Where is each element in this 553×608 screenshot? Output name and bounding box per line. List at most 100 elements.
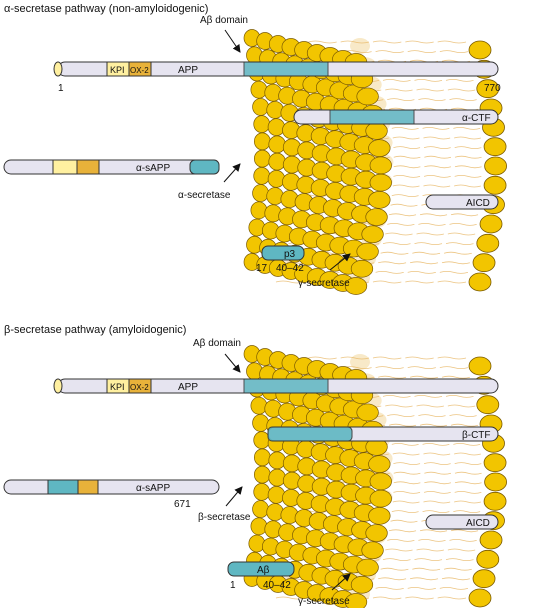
lipid-bead-ghost (350, 354, 370, 370)
alpha-pathway-title: α-secretase pathway (non-amyloidogenic) (4, 3, 208, 15)
alpha-gamma-secretase-arrow (329, 253, 351, 271)
lipid-bead (344, 593, 368, 608)
lipid-bead (266, 187, 284, 205)
lipid-tail (450, 423, 479, 427)
beta-app-label: APP (178, 382, 198, 393)
lipid-bead (250, 396, 268, 415)
alpha-app-nterm (53, 61, 63, 77)
lipid-tail (405, 280, 434, 284)
lipid-bead (368, 455, 391, 474)
lipid-bead (253, 166, 271, 185)
lipid-tail (416, 88, 444, 92)
lipid-tail (409, 261, 439, 265)
lipid-tail (450, 529, 479, 533)
beta-abeta-domain-label: Aβ domain (193, 338, 241, 349)
lipid-tail (419, 423, 448, 427)
lipid-tail (343, 50, 372, 53)
alpha-sapp-ox2-domain (76, 159, 100, 175)
lipid-tail (372, 40, 402, 44)
beta-sapp-ox2-domain (77, 479, 99, 495)
lipid-tail (380, 251, 409, 255)
lipid-bead (369, 472, 392, 491)
lipid-tail (454, 155, 482, 159)
lipid-bead (476, 549, 500, 569)
lipid-bead-ghost (350, 38, 370, 54)
beta-app-ox2-domain (128, 378, 152, 394)
alpha-p3-body (261, 245, 305, 261)
lipid-tail (423, 184, 451, 188)
alpha-p3-end-residue: 40–42 (276, 263, 304, 274)
lipid-bead (253, 448, 271, 467)
lipid-bead (253, 482, 271, 501)
lipid-tail (378, 375, 407, 379)
lipid-tail (392, 500, 420, 504)
lipid-tail (393, 146, 421, 149)
lipid-bead (472, 569, 496, 589)
lipid-tail (424, 471, 452, 475)
lipid-tail (419, 213, 448, 217)
lipid-tail (340, 40, 370, 44)
lipid-tail (390, 203, 418, 207)
lipid-bead (250, 517, 268, 536)
lipid-bead (268, 468, 286, 487)
lipid-bead (350, 575, 374, 594)
lipid-tail (416, 548, 444, 552)
beta-abeta-domain-arrow (224, 353, 241, 373)
lipid-bead (368, 506, 391, 525)
lipid-tail (393, 165, 421, 169)
lipid-tail (423, 462, 451, 465)
lipid-bead (483, 175, 507, 195)
beta-gamma-secretase-label: γ-secretase (298, 596, 350, 607)
lipid-tail (439, 271, 469, 274)
lipid-bead (268, 135, 286, 154)
lipid-bead (369, 156, 392, 175)
lipid-tail (447, 232, 476, 236)
beta-aicd-label: AICD (466, 518, 490, 529)
lipid-tail (343, 366, 372, 369)
lipid-tail (418, 223, 446, 226)
lipid-tail (412, 567, 441, 571)
alpha-sapp-kpi-domain (52, 159, 78, 175)
lipid-bead (266, 101, 284, 119)
lipid-tail (385, 232, 413, 236)
lipid-tail (388, 529, 417, 533)
lipid-tail (447, 548, 476, 552)
lipid-tail (375, 50, 404, 53)
beta-ctf-fragment: β-CTF (267, 426, 499, 442)
lipid-tail (450, 213, 479, 217)
lipid-tail (393, 462, 421, 465)
lipid-bead (468, 356, 492, 376)
beta-app-abeta-segment (243, 378, 329, 394)
lipid-bead (250, 201, 268, 220)
lipid-tail (275, 596, 305, 600)
lipid-bead (356, 242, 379, 261)
lipid-bead (356, 558, 379, 577)
lipid-tail (385, 88, 413, 92)
lipid-tail (378, 577, 407, 581)
lipid-tail (423, 491, 451, 494)
beta-aicd-fragment: AICD (425, 514, 499, 530)
alpha-ctf-fragment: α-CTF (293, 109, 499, 125)
lipid-tail (443, 251, 472, 255)
lipid-tail (437, 596, 467, 600)
lipid-tail (275, 280, 305, 284)
beta-abeta-start-residue: 1 (230, 580, 236, 591)
alpha-sapp-body (3, 159, 220, 175)
lipid-tail (418, 98, 446, 101)
lipid-tail (388, 213, 417, 217)
lipid-bead (479, 214, 503, 234)
beta-secretase-arrow (225, 486, 243, 507)
beta-gamma-secretase-arrow (331, 573, 351, 591)
lipid-tail (414, 395, 443, 398)
lipid-bead (266, 503, 284, 521)
alpha-gamma-secretase-label: γ-secretase (298, 278, 350, 289)
lipid-tail (407, 271, 436, 274)
alpha-app-protein: KPI OX-2 APP 1 770 (53, 61, 501, 94)
lipid-bead (268, 152, 286, 171)
lipid-tail (441, 375, 470, 379)
lipid-tail (445, 558, 474, 561)
alpha-lipid-bilayer (243, 29, 508, 295)
lipid-tail (454, 462, 482, 465)
lipid-bead (267, 485, 286, 504)
